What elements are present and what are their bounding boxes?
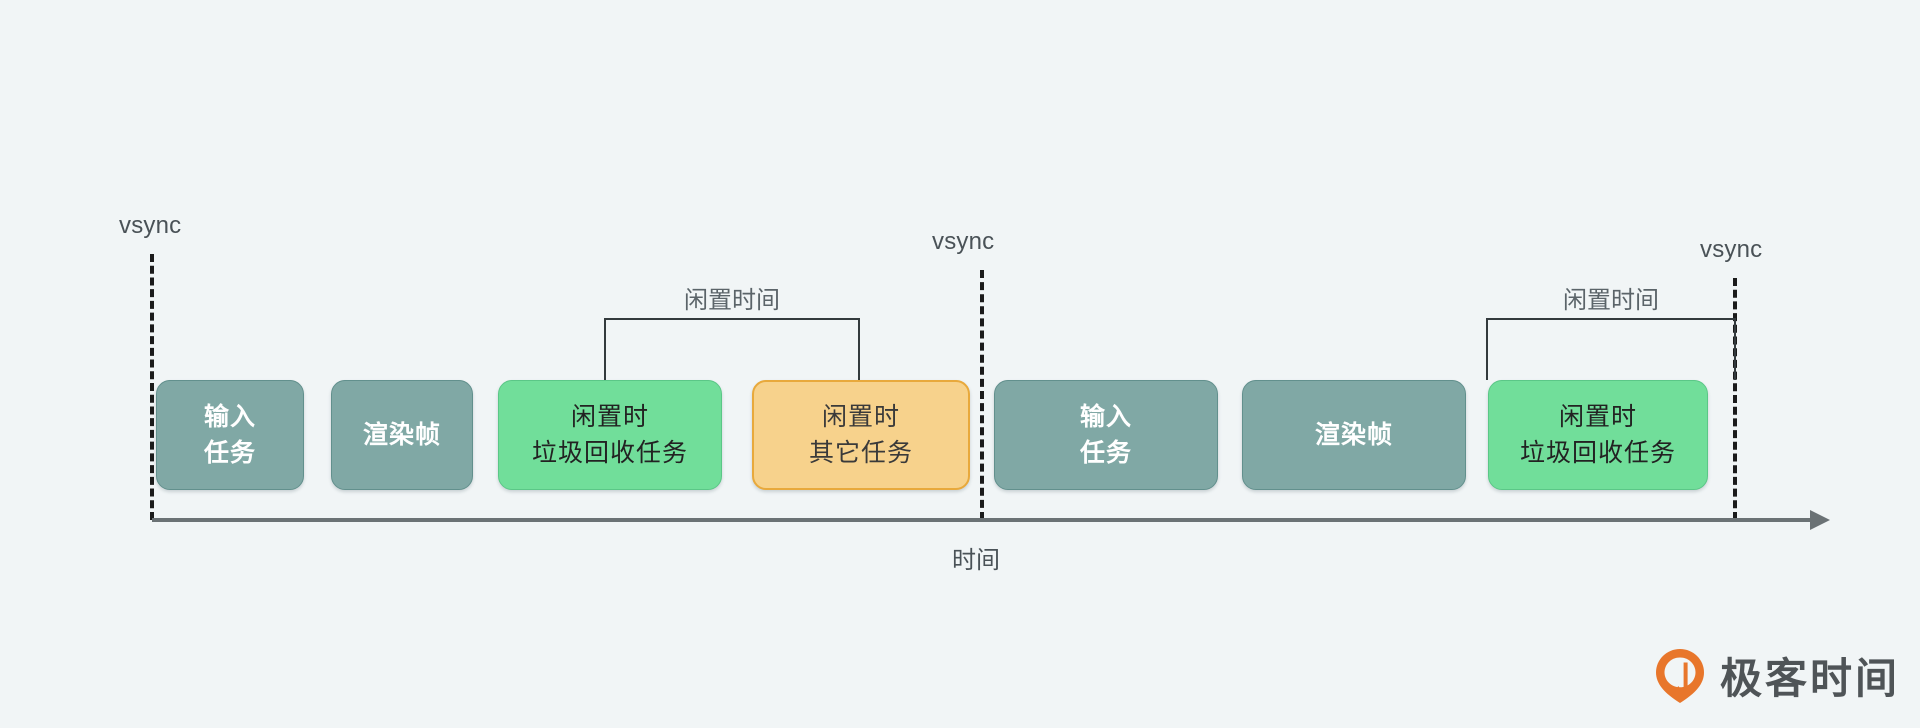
task-box-idle-other-task-1[interactable]: 闲置时其它任务 [752, 380, 970, 490]
task-box-label-line: 其它任务 [808, 439, 913, 467]
vsync-label: vsync [119, 212, 182, 239]
task-box-input-task-1[interactable]: 输入任务 [156, 380, 304, 490]
timeline-axis-label: 时间 [952, 547, 1000, 574]
brand-logo: 极客时间 [1654, 645, 1900, 706]
idle-time-bracket [1486, 318, 1736, 380]
task-box-label-line: 闲置时 [1558, 402, 1637, 431]
task-box-idle-gc-task-1[interactable]: 闲置时垃圾回收任务 [498, 380, 722, 490]
idle-time-label: 闲置时间 [1563, 287, 1659, 314]
task-box-idle-gc-task-2[interactable]: 闲置时垃圾回收任务 [1488, 380, 1708, 490]
task-box-label-line: 垃圾回收任务 [1519, 439, 1676, 467]
vsync-dashed-line [1733, 278, 1737, 520]
location-pin-icon [1654, 648, 1706, 704]
task-box-label-line: 渲染帧 [362, 420, 441, 449]
task-box-label-line: 输入 [1079, 402, 1132, 431]
task-box-label-line: 任务 [203, 439, 256, 467]
task-box-input-task-2[interactable]: 输入任务 [994, 380, 1218, 490]
task-box-label-line: 输入 [203, 402, 256, 431]
idle-time-label: 闲置时间 [684, 287, 780, 314]
vsync-label: vsync [932, 228, 995, 255]
task-box-render-frame-1[interactable]: 渲染帧 [331, 380, 473, 490]
brand-name: 极客时间 [1720, 655, 1901, 702]
vsync-dashed-line [150, 254, 154, 520]
vsync-dashed-line [980, 270, 984, 520]
vsync-label: vsync [1700, 236, 1763, 263]
timeline-axis-line [152, 518, 1810, 522]
task-box-render-frame-2[interactable]: 渲染帧 [1242, 380, 1466, 490]
task-box-label-line: 闲置时 [821, 402, 900, 431]
task-box-label-line: 任务 [1079, 439, 1132, 467]
timeline-arrow-icon [1810, 510, 1830, 530]
task-box-label-line: 渲染帧 [1314, 420, 1393, 449]
idle-time-bracket [604, 318, 860, 380]
task-box-label-line: 垃圾回收任务 [531, 439, 688, 467]
task-box-label-line: 闲置时 [570, 402, 649, 431]
